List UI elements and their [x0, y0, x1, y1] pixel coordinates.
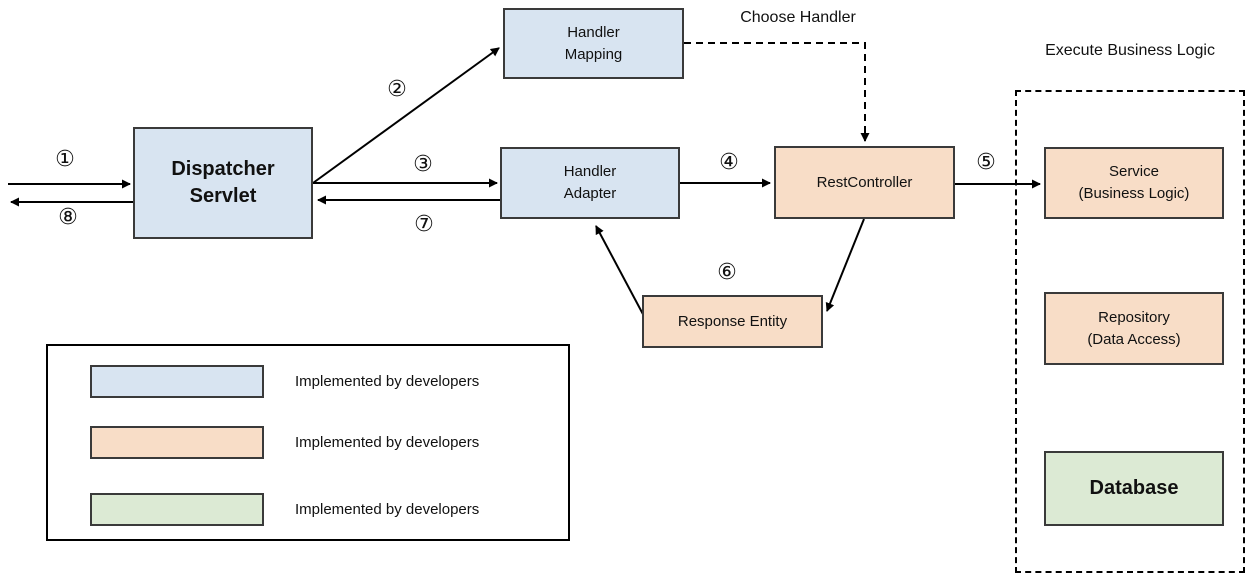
- arrow-2-to-handler-mapping: [312, 47, 500, 184]
- node-repository: Repository (Data Access): [1044, 292, 1224, 365]
- step-8-label: ⑧: [58, 204, 78, 230]
- node-database: Database: [1044, 451, 1224, 526]
- legend-label-green: Implemented by developers: [295, 501, 480, 518]
- legend-swatch-blue: [90, 365, 264, 398]
- arrow-6-response-entity-to-adapter: [595, 225, 646, 319]
- node-service: Service (Business Logic): [1044, 147, 1224, 219]
- step-6-label: ⑥: [717, 259, 737, 285]
- step-3-label: ③: [413, 151, 433, 177]
- legend-label-blue: Implemented by developers: [295, 373, 480, 390]
- step-4-label: ④: [719, 149, 739, 175]
- step-2-label: ②: [387, 76, 407, 102]
- arrow-restcontroller-to-response-entity: [825, 218, 865, 312]
- arrow-choose-handler-dashed: [684, 42, 870, 142]
- step-7-label: ⑦: [414, 211, 434, 237]
- choose-handler-label: Choose Handler: [740, 9, 856, 26]
- node-rest-controller: RestController: [774, 146, 955, 219]
- legend-row-blue: Implemented by developers: [48, 365, 568, 398]
- legend-row-green: Implemented by developers: [48, 493, 568, 526]
- node-handler-adapter: Handler Adapter: [500, 147, 680, 219]
- legend-swatch-peach: [90, 426, 264, 459]
- legend-swatch-green: [90, 493, 264, 526]
- legend-label-peach: Implemented by developers: [295, 434, 480, 451]
- business-logic-group-box: [1015, 90, 1245, 573]
- node-dispatcher-servlet: Dispatcher Servlet: [133, 127, 313, 239]
- step-1-label: ①: [55, 146, 75, 172]
- legend-row-peach: Implemented by developers: [48, 426, 568, 459]
- node-handler-mapping: Handler Mapping: [503, 8, 684, 79]
- business-logic-group-title: Execute Business Logic: [1045, 42, 1215, 59]
- node-response-entity: Response Entity: [642, 295, 823, 348]
- step-5-label: ⑤: [976, 149, 996, 175]
- legend-box: Implemented by developers Implemented by…: [46, 344, 570, 541]
